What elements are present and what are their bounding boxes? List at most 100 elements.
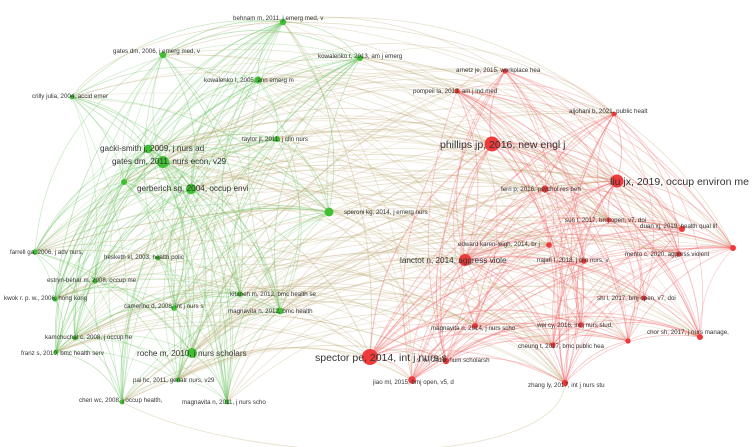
network-edge: [456, 90, 498, 327]
network-edge: [239, 293, 281, 312]
network-edge: [34, 148, 149, 253]
network-edge: [328, 170, 618, 213]
network-edge: [162, 20, 284, 56]
network-node[interactable]: [276, 307, 284, 315]
network-edge: [411, 244, 550, 381]
network-node[interactable]: [610, 174, 624, 188]
network-edge: [123, 181, 241, 295]
network-node[interactable]: [472, 323, 478, 329]
network-edge: [564, 340, 629, 384]
network-edge: [544, 188, 629, 342]
network-node[interactable]: [581, 258, 587, 264]
network-node[interactable]: [254, 76, 262, 84]
network-node[interactable]: [155, 255, 161, 261]
network-node[interactable]: [546, 242, 552, 248]
network-node[interactable]: [52, 296, 58, 302]
network-edge: [369, 247, 734, 358]
network-edge: [190, 167, 680, 255]
network-node[interactable]: [72, 335, 78, 341]
network-edge: [34, 161, 164, 253]
network-node[interactable]: [185, 183, 197, 195]
network-edge: [411, 340, 554, 381]
network-edge: [121, 57, 361, 403]
network-edge: [157, 257, 194, 354]
network-node[interactable]: [641, 295, 647, 301]
network-node[interactable]: [274, 136, 280, 142]
network-node[interactable]: [224, 399, 230, 405]
network-edge: [456, 83, 615, 115]
node-label: magnavita n, 2012, bmc health: [228, 308, 313, 315]
network-node[interactable]: [550, 342, 556, 348]
network-edge: [177, 347, 413, 381]
network-node[interactable]: [676, 251, 682, 257]
network-node[interactable]: [606, 217, 612, 223]
network-node[interactable]: [32, 249, 38, 255]
network-edge: [54, 257, 159, 300]
network-node[interactable]: [730, 245, 736, 251]
network-node[interactable]: [119, 399, 125, 405]
network-node[interactable]: [362, 349, 378, 365]
network-edge: [564, 253, 680, 384]
network-node[interactable]: [697, 334, 703, 340]
network-node[interactable]: [279, 18, 287, 26]
network-edge: [74, 336, 179, 381]
network-node[interactable]: [175, 377, 181, 383]
network-node[interactable]: [324, 207, 334, 217]
network-edge: [544, 188, 585, 326]
network-node[interactable]: [459, 254, 471, 266]
network-edge: [464, 113, 615, 261]
network-edge: [504, 70, 546, 190]
node-label: jiao ml, 2015, bmj open, v5, d: [372, 379, 454, 386]
network-edge: [257, 75, 734, 249]
network-edge: [474, 244, 550, 327]
network-edge: [34, 54, 164, 253]
network-node[interactable]: [502, 68, 508, 74]
node-label: sun t, 2017, bmj open, v7, doi: [565, 217, 646, 224]
network-edge: [411, 253, 680, 381]
network-node[interactable]: [187, 348, 197, 358]
network-edge: [226, 285, 645, 403]
network-edge: [257, 79, 546, 190]
network-node[interactable]: [408, 376, 416, 384]
network-node[interactable]: [442, 357, 450, 365]
network-edge: [608, 219, 636, 342]
node-label: kitaneh m, 2012, bmc health se: [230, 291, 317, 298]
network-edge: [226, 180, 618, 403]
network-node[interactable]: [578, 322, 584, 328]
network-node[interactable]: [541, 185, 549, 193]
network-node[interactable]: [679, 226, 685, 232]
network-edge: [162, 68, 506, 163]
network-edge: [464, 219, 683, 261]
network-node[interactable]: [625, 338, 631, 344]
network-edge: [71, 43, 361, 98]
network-edge: [257, 79, 300, 312]
network-edge: [162, 54, 330, 213]
network-node[interactable]: [92, 278, 98, 284]
network-edge: [276, 138, 413, 381]
network-edge: [163, 188, 192, 381]
network-edge: [456, 90, 610, 221]
network-edge: [328, 204, 550, 246]
network-edge: [121, 310, 281, 403]
network-edge: [191, 240, 550, 354]
network-node[interactable]: [454, 88, 460, 94]
network-edge: [162, 54, 566, 384]
network-node[interactable]: [121, 179, 127, 185]
network-node[interactable]: [143, 144, 153, 154]
network-node[interactable]: [171, 305, 177, 311]
network-node[interactable]: [357, 55, 363, 61]
network-node[interactable]: [611, 111, 617, 117]
network-node[interactable]: [484, 136, 500, 152]
network-edge: [54, 207, 330, 300]
network-node[interactable]: [159, 51, 167, 59]
network-edge: [55, 335, 193, 354]
network-edge: [445, 357, 566, 384]
network-node[interactable]: [561, 379, 569, 387]
network-edge: [71, 96, 97, 339]
network-node[interactable]: [157, 156, 169, 168]
network-edge: [190, 187, 701, 338]
network-node[interactable]: [237, 291, 243, 297]
network-node[interactable]: [53, 349, 59, 355]
network-node[interactable]: [69, 94, 75, 100]
network-edge: [54, 298, 64, 353]
